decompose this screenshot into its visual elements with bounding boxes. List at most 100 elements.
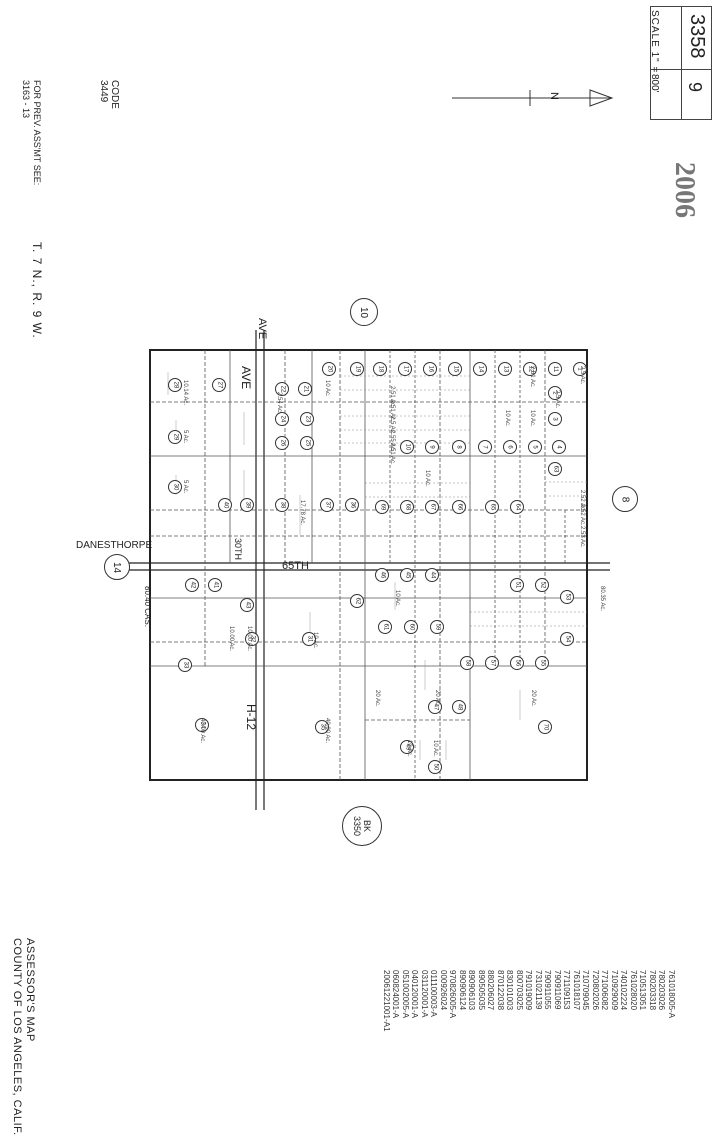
parcel-number[interactable]: 14 [473,362,487,376]
acreage-label: 40.00 Ac. [324,718,330,744]
parcel-number[interactable]: 57 [485,656,499,670]
parcel-number[interactable]: 11 [548,362,562,376]
parcel-number[interactable]: 12 [523,362,537,376]
acreage-label: 20 Ac. [434,690,440,707]
adjacent-page-top[interactable]: 10 [350,298,378,326]
parcel-number[interactable]: 66 [452,500,466,514]
parcel-number[interactable]: 46 [375,568,389,582]
parcel-number[interactable]: 55 [535,656,549,670]
parcel-number[interactable]: 23 [300,412,314,426]
parcel-number[interactable]: 30 [168,480,182,494]
parcel-number[interactable]: 49 [400,740,414,754]
parcel-number[interactable]: 45 [400,568,414,582]
parcel-number[interactable]: 54 [560,632,574,646]
adjacent-page-left[interactable]: 14 [104,554,130,580]
parcel-number[interactable]: 42 [185,578,199,592]
parcel-number[interactable]: 31 [302,632,316,646]
parcel-number[interactable]: 10 [400,440,414,454]
cas-note: 80.40 CAS. [143,586,152,627]
parcel-number[interactable]: 16 [423,362,437,376]
acreage-label: 20 Ac. [374,690,380,707]
parcel-number[interactable]: 13 [498,362,512,376]
parcel-number[interactable]: 41 [208,578,222,592]
recording-number: 771006082 [600,970,610,1011]
parcel-number[interactable]: 43 [240,598,254,612]
parcel-number[interactable]: 39 [240,498,254,512]
parcel-number[interactable]: 60 [404,620,418,634]
parcel-number[interactable]: 35 [315,720,329,734]
acreage-label: 2.51 Ac. [529,366,535,388]
recording-number: 761018107 [572,970,581,1011]
scale-value: 800' [649,74,660,93]
acreage-label: 10 Ac. [504,410,510,427]
acreage-label: 10 Ac. [312,632,318,649]
parcel-number[interactable]: 33 [178,658,192,672]
parcel-number[interactable]: 29 [168,430,182,444]
parcel-number[interactable]: 27 [212,378,226,392]
parcel-number[interactable]: 40 [218,498,232,512]
parcel-number[interactable]: 67 [425,500,439,514]
parcel-number[interactable]: 61 [378,620,392,634]
recording-number: 771109153 [562,970,572,1010]
parcel-number[interactable]: 59 [430,620,444,634]
parcel-number[interactable]: 17 [398,362,412,376]
parcel-number[interactable]: 28 [168,378,182,392]
parcel-number[interactable]: 68 [400,500,414,514]
recording-number: 790911055 [543,970,553,1010]
page-number: 9 [685,82,705,93]
parcel-number[interactable]: 7 [478,440,492,454]
parcel-number[interactable]: 56 [510,656,524,670]
subdivision-lines [340,375,587,627]
parcel-number[interactable]: 5 [528,440,542,454]
parcel-number[interactable]: 19 [350,362,364,376]
parcel-number[interactable]: 4 [552,440,566,454]
parcel-grid [150,350,587,780]
parcel-number[interactable]: 51 [510,578,524,592]
parcel-number[interactable]: 6 [503,440,517,454]
parcel-number[interactable]: 48 [452,700,466,714]
parcel-number[interactable]: 69 [375,500,389,514]
recording-number: 031120001-A [420,970,429,1018]
parcel-number[interactable]: 8 [452,440,466,454]
parcel-number[interactable]: 24 [275,412,289,426]
parcel-number[interactable]: 63 [548,462,562,476]
parcel-number[interactable]: 70 [538,720,552,734]
adjacent-page-bottom[interactable]: BK 3350 [342,806,382,846]
acreage-notes [167,372,521,760]
parcel-number[interactable]: 38 [275,498,289,512]
acreage-label: 17.78 Ac. [299,500,305,526]
parcel-number[interactable]: 22 [275,382,289,396]
recording-number: 761028020 [629,970,638,1011]
parcel-number[interactable]: 21 [298,382,312,396]
adjacent-page-right[interactable]: 8 [612,486,638,512]
parcel-number[interactable]: 53 [560,590,574,604]
parcel-number[interactable]: 26 [275,436,289,450]
parcel-number[interactable]: 47 [428,700,442,714]
parcel-number[interactable]: 3 [548,412,562,426]
parcel-number[interactable]: 32 [245,632,259,646]
parcel-number[interactable]: 64 [510,500,524,514]
parcel-number[interactable]: 50 [428,760,442,774]
parcel-number[interactable]: 58 [460,656,474,670]
recording-number: 970826005-A [448,970,458,1019]
recording-number: 880206027 [486,970,496,1011]
parcel-number[interactable]: 44 [425,568,439,582]
parcel-number[interactable]: 15 [448,362,462,376]
parcel-number[interactable]: 37 [320,498,334,512]
parcel-number[interactable]: 1 [573,362,587,376]
parcel-number[interactable]: 25 [300,436,314,450]
parcel-number[interactable]: 9 [425,440,439,454]
parcel-number[interactable]: 18 [373,362,387,376]
parcel-number[interactable]: 2 [548,386,562,400]
map-boundary [149,349,588,781]
parcel-number[interactable]: 20 [322,362,336,376]
parcel-number[interactable]: 62 [350,594,364,608]
parcel-number[interactable]: 65 [485,500,499,514]
parcel-number[interactable]: 52 [535,578,549,592]
recording-number: 890505035 [477,970,486,1011]
parcel-number[interactable]: 36 [345,498,359,512]
assessor-title: ASSESSOR'S MAP COUNTY OF LOS ANGELES, CA… [11,938,36,1136]
parcel-number[interactable]: 34 [195,718,209,732]
acreage-label: 10 Ac. [424,470,430,487]
acreage-label: 2.53 Ac. [579,526,585,548]
